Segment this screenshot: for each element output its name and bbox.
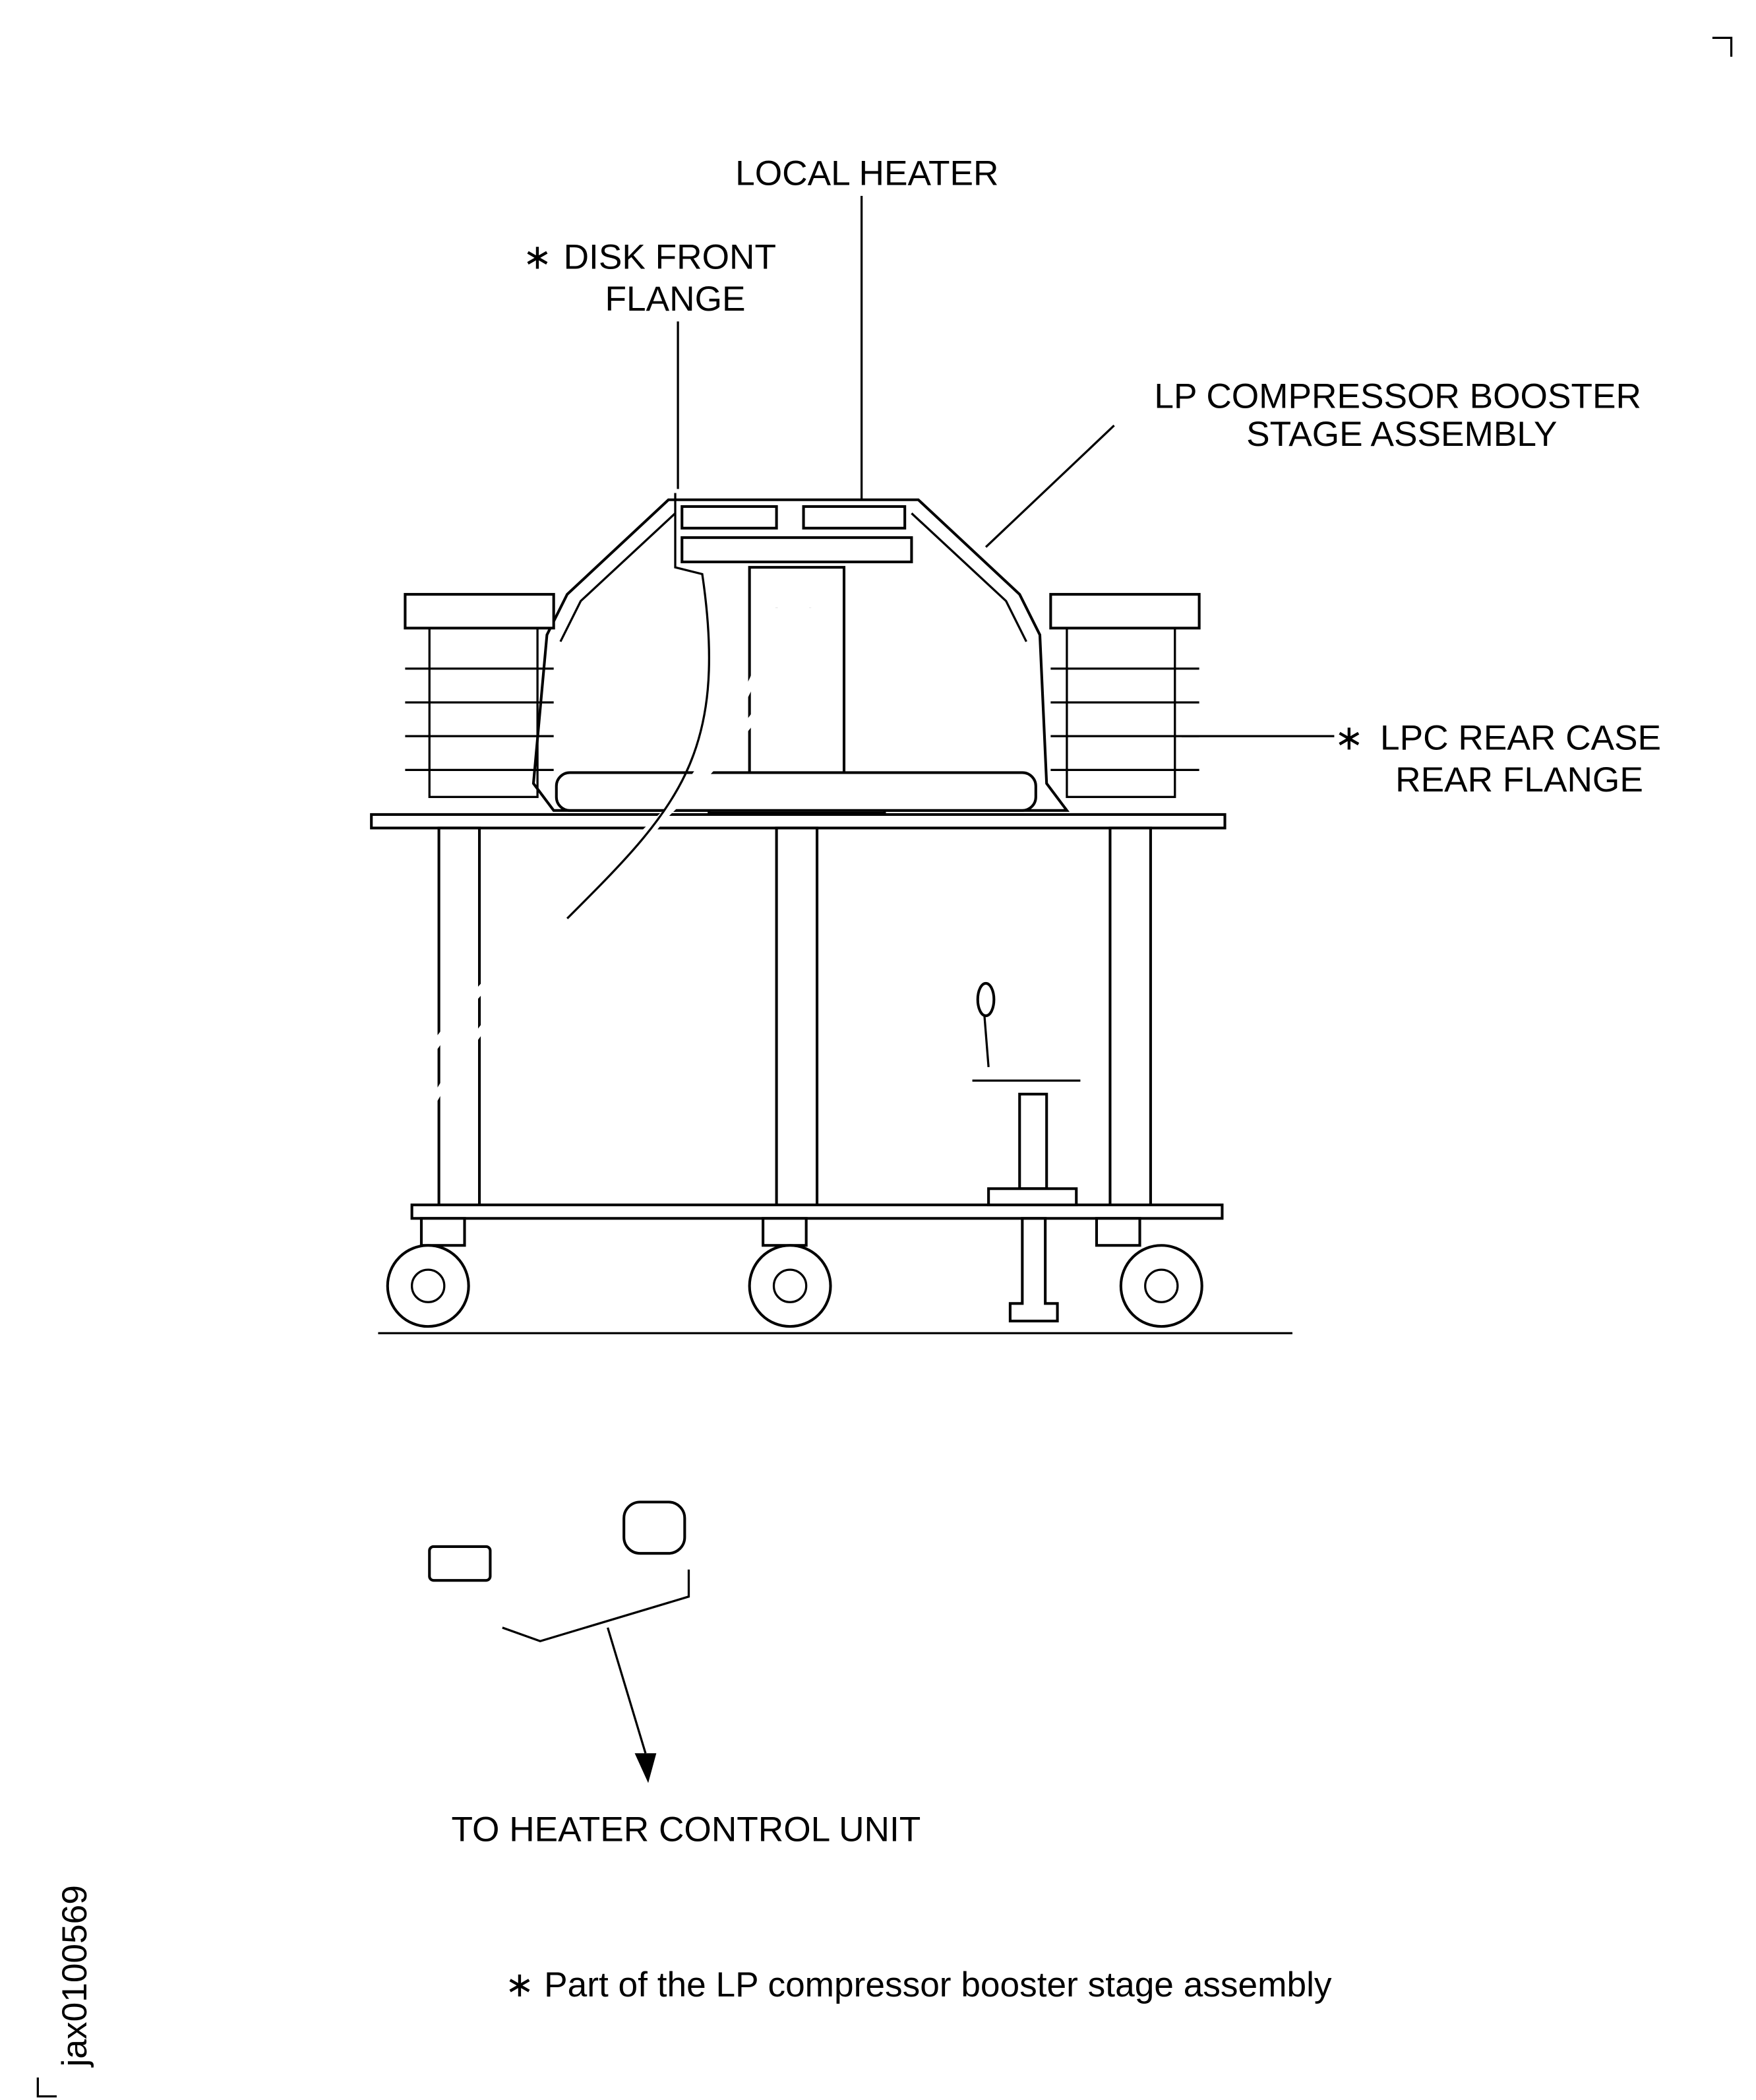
label-disk-front-asterisk: ∗: [523, 238, 553, 277]
connector-plug: [428, 1545, 492, 1582]
label-lp-compressor-1: LP COMPRESSOR BOOSTER: [1154, 377, 1641, 416]
corner-mark-bottom-left: [36, 2077, 57, 2098]
heater-cables: [298, 493, 814, 1582]
corner-mark-top-right: [1712, 36, 1733, 57]
trolley: [370, 813, 1292, 1335]
label-lp-compressor-2: STAGE ASSEMBLY: [1246, 415, 1557, 454]
label-disk-front-flange-2: FLANGE: [605, 280, 746, 319]
bracket-connectors: [502, 1569, 690, 1754]
wheel-center: [748, 1217, 832, 1328]
leader-lp-compressor: [984, 424, 1115, 548]
local-heater-plate: [681, 505, 778, 530]
figure-id: jax0100569: [55, 1885, 94, 2068]
label-lpc-rear-case-1: LPC REAR CASE: [1380, 719, 1661, 758]
arrow-to-control-unit: [634, 1753, 657, 1783]
wheel-right: [1095, 1217, 1203, 1328]
label-to-heater-control: TO HEATER CONTROL UNIT: [451, 1810, 921, 1849]
label-disk-front-flange-1: DISK FRONT: [564, 238, 776, 277]
connector-round: [622, 1500, 686, 1555]
label-local-heater: LOCAL HEATER: [735, 154, 998, 193]
label-lpc-asterisk: ∗: [1335, 719, 1364, 758]
wheel-left: [386, 1217, 470, 1328]
compressor-assembly: [404, 498, 1201, 815]
label-lpc-rear-case-2: REAR FLANGE: [1395, 760, 1643, 799]
footnote: ∗ Part of the LP compressor booster stag…: [505, 1965, 1332, 2004]
